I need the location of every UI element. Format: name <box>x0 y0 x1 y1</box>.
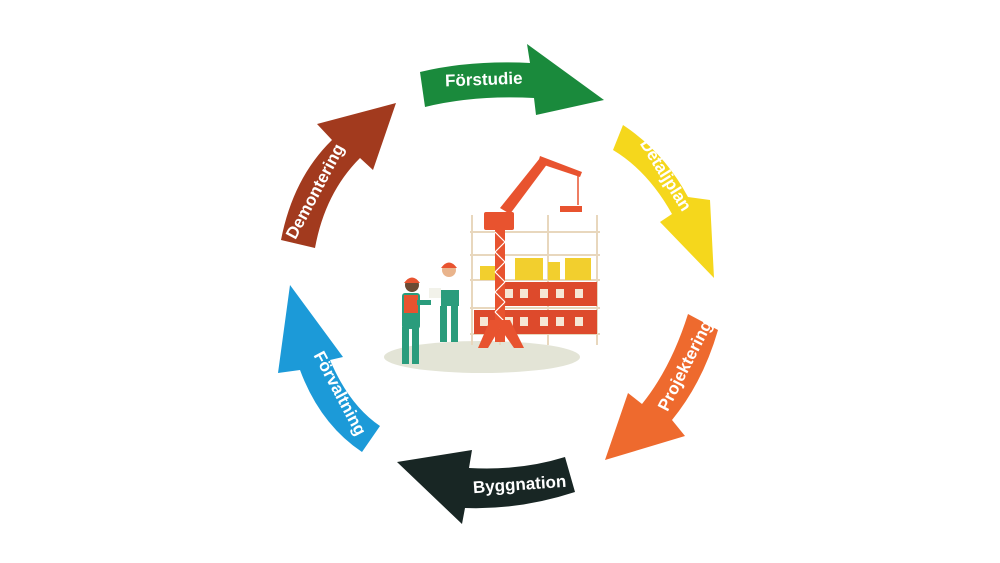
ground-shadow <box>384 341 580 373</box>
step-projektering-arrow <box>605 314 718 460</box>
step-forvaltning: Förvaltning <box>278 285 380 452</box>
step-forstudie-arrow <box>420 44 604 115</box>
step-byggnation-arrow <box>397 450 575 524</box>
step-projektering: Projektering <box>605 314 718 460</box>
worker-right <box>429 262 459 342</box>
step-byggnation: Byggnation <box>397 450 575 524</box>
step-forvaltning-arrow <box>278 285 380 452</box>
worker-left <box>402 277 431 364</box>
crane <box>478 156 582 348</box>
construction-illustration <box>384 156 600 373</box>
step-detaljplan: Detaljplan <box>613 125 714 278</box>
step-forstudie-label: Förstudie <box>445 69 523 91</box>
step-demontering: Demontering <box>281 103 396 248</box>
step-demontering-arrow <box>281 103 396 248</box>
step-detaljplan-arrow <box>613 125 714 278</box>
step-forstudie: Förstudie <box>420 44 604 115</box>
